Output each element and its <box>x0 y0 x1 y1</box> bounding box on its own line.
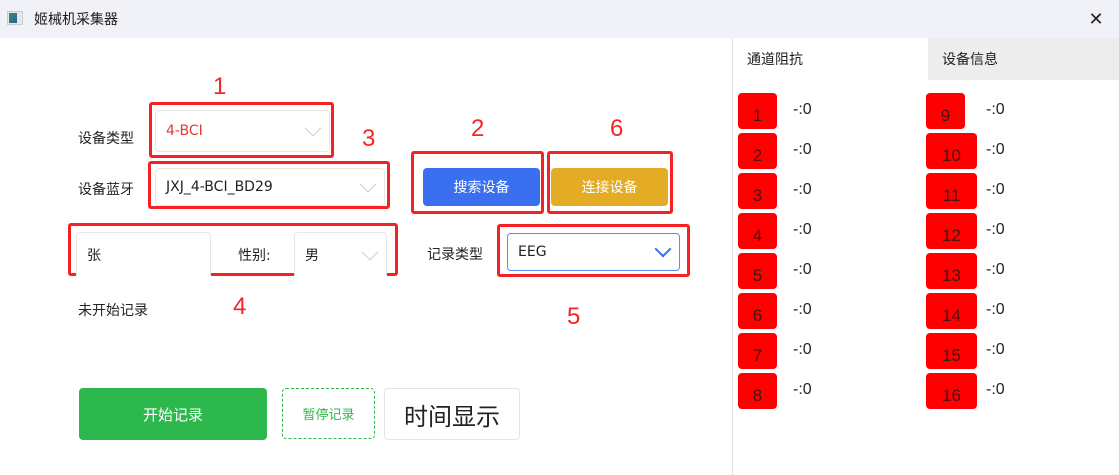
main-panel: 1 2 3 4 5 6 设备类型 4-BCI 设备蓝牙 JXJ_4-BCI_BD… <box>0 38 732 475</box>
channel-badge: 15 <box>926 333 977 369</box>
channel-value: -:0 <box>793 101 812 118</box>
channel-badge: 11 <box>926 173 977 209</box>
gender-label: 性别: <box>238 248 271 264</box>
channel-badge: 9 <box>926 93 965 129</box>
highlight-box-5 <box>497 224 690 277</box>
highlight-box-3 <box>148 161 390 209</box>
device-bluetooth-label: 设备蓝牙 <box>78 182 134 198</box>
channel-badge: 6 <box>738 293 777 329</box>
device-bluetooth-select[interactable]: JXJ_4-BCI_BD29 <box>155 168 385 206</box>
channel-value: -:0 <box>986 221 1005 238</box>
channel-value: -:0 <box>793 381 812 398</box>
gender-value: 男 <box>305 247 319 264</box>
search-device-button[interactable]: 搜索设备 <box>423 168 540 206</box>
channel-value: -:0 <box>793 301 812 318</box>
tab-device-info[interactable]: 设备信息 <box>928 38 1119 80</box>
channel-value: -:0 <box>793 341 812 358</box>
annotation-4: 4 <box>233 293 247 320</box>
channel-badge: 16 <box>926 373 977 409</box>
highlight-box-4 <box>68 223 398 276</box>
channel-value: -:0 <box>986 301 1005 318</box>
channel-value: -:0 <box>986 261 1005 278</box>
close-button[interactable]: ✕ <box>1088 8 1104 30</box>
channel-badge: 1 <box>738 93 777 129</box>
record-type-label: 记录类型 <box>427 247 483 263</box>
chevron-down-icon <box>304 119 322 137</box>
chevron-down-icon <box>361 243 379 260</box>
record-type-select[interactable]: EEG <box>507 233 680 271</box>
highlight-box-2 <box>411 151 544 214</box>
channel-value: -:0 <box>986 101 1005 118</box>
channel-value: -:0 <box>986 341 1005 358</box>
time-display-button[interactable]: 时间显示 <box>384 388 520 440</box>
channel-badge: 2 <box>738 133 777 169</box>
annotation-2: 2 <box>471 115 485 142</box>
side-panel: 通道阻抗 设备信息 1 -:0 2 -:0 3 -:0 4 -:0 5 -:0 … <box>732 38 1119 475</box>
channel-value: -:0 <box>793 221 812 238</box>
channel-badge: 14 <box>926 293 977 329</box>
highlight-box-1 <box>149 102 334 158</box>
annotation-5: 5 <box>567 303 581 330</box>
device-bluetooth-value: JXJ_4-BCI_BD29 <box>166 179 273 195</box>
start-record-button[interactable]: 开始记录 <box>79 388 267 440</box>
channel-badge: 8 <box>738 373 777 409</box>
title-bar: 姬械机采集器 ✕ <box>0 0 1119 38</box>
record-status-text: 未开始记录 <box>78 303 148 319</box>
record-type-value: EEG <box>518 244 547 260</box>
annotation-1: 1 <box>213 73 227 100</box>
device-type-label: 设备类型 <box>78 131 134 147</box>
name-input-value: 张 <box>87 247 101 264</box>
channel-value: -:0 <box>986 381 1005 398</box>
channel-badge: 7 <box>738 333 777 369</box>
channel-value: -:0 <box>793 261 812 278</box>
annotation-6: 6 <box>610 115 624 142</box>
channel-badge: 5 <box>738 253 777 289</box>
channel-badge: 10 <box>926 133 977 169</box>
chevron-down-icon <box>654 240 672 258</box>
name-input[interactable]: 张 <box>76 232 211 276</box>
channel-value: -:0 <box>793 141 812 158</box>
channel-value: -:0 <box>986 141 1005 158</box>
chevron-down-icon <box>359 175 377 193</box>
channel-badge: 3 <box>738 173 777 209</box>
highlight-box-6 <box>547 151 673 214</box>
channel-badge: 12 <box>926 213 977 249</box>
channel-value: -:0 <box>986 181 1005 198</box>
channel-badge: 13 <box>926 253 977 289</box>
pause-record-button[interactable]: 暂停记录 <box>282 388 375 439</box>
connect-device-button[interactable]: 连接设备 <box>551 168 668 206</box>
channel-value: -:0 <box>793 181 812 198</box>
tab-channel-impedance[interactable]: 通道阻抗 <box>733 38 928 80</box>
annotation-3: 3 <box>362 125 376 152</box>
device-type-value: 4-BCI <box>166 123 203 139</box>
channel-badge: 4 <box>738 213 777 249</box>
gender-select[interactable]: 男 <box>294 232 387 276</box>
window-title: 姬械机采集器 <box>34 12 118 28</box>
app-icon <box>7 11 23 25</box>
device-type-select[interactable]: 4-BCI <box>155 110 330 152</box>
